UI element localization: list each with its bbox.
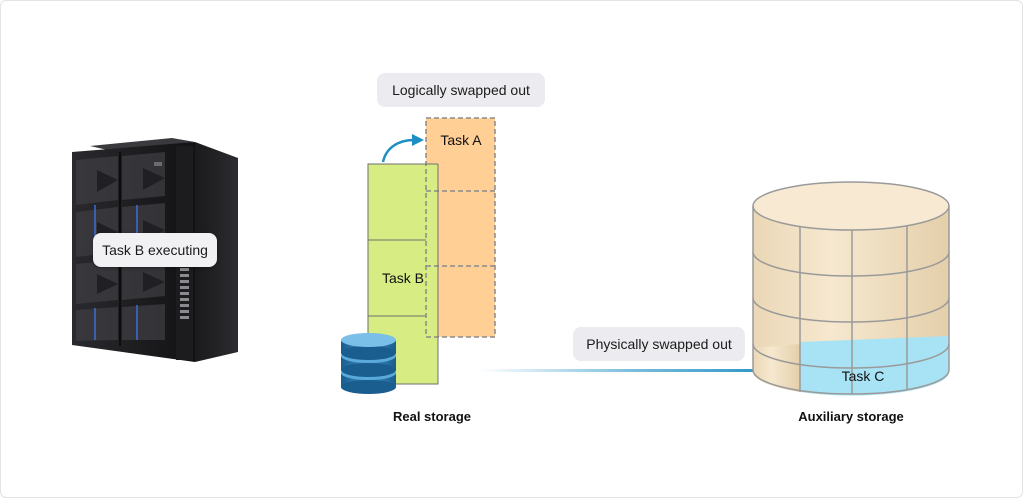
task-a-column xyxy=(368,117,496,384)
physical-swap-arrow-icon xyxy=(480,363,800,378)
logical-swap-arrow-icon xyxy=(381,134,424,163)
auxiliary-storage-caption: Auxiliary storage xyxy=(798,409,904,424)
auxiliary-storage-cylinder xyxy=(752,181,950,396)
task-b-label: Task B xyxy=(381,270,424,286)
real-storage-caption: Real storage xyxy=(392,409,472,424)
database-icon xyxy=(341,333,396,394)
task-c-label: Task C xyxy=(841,368,885,384)
physically-swapped-out-label: Physically swapped out xyxy=(573,327,745,361)
task-a-label: Task A xyxy=(440,132,482,148)
logically-swapped-out-label: Logically swapped out xyxy=(377,73,545,107)
task-b-executing-label: Task B executing xyxy=(93,233,217,267)
